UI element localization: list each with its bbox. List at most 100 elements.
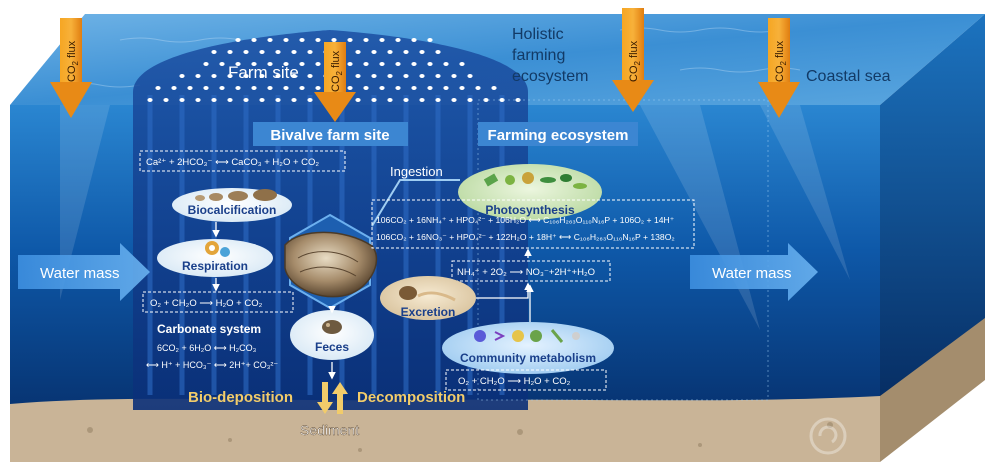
buoy xyxy=(427,38,433,42)
buoy xyxy=(267,62,273,66)
buoy xyxy=(243,98,249,102)
buoy xyxy=(291,50,297,54)
respiration-label: Respiration xyxy=(182,259,248,273)
buoy xyxy=(347,38,353,42)
buoy xyxy=(259,98,265,102)
buoy xyxy=(347,86,353,90)
buoy xyxy=(195,98,201,102)
buoy xyxy=(307,98,313,102)
water-mass-right-label: Water mass xyxy=(712,265,791,282)
buoy xyxy=(299,86,305,90)
buoy xyxy=(483,98,489,102)
nitrification-box xyxy=(451,260,611,282)
buoy xyxy=(203,62,209,66)
buoy xyxy=(267,86,273,90)
buoy xyxy=(243,74,249,78)
buoy xyxy=(219,62,225,66)
farm-site-label: Farm site xyxy=(228,63,299,82)
bio-deposition-arrow xyxy=(317,382,333,414)
buoy xyxy=(387,98,393,102)
sediment-side xyxy=(880,318,985,462)
buoy xyxy=(251,62,257,66)
sediment-label: Sediment xyxy=(300,422,359,438)
photo-equation-1: 106CO₂ + 16NH₄⁺ + HPO₄²⁻ + 106H₂O ⟷ C₁₀₆… xyxy=(376,215,675,225)
buoy xyxy=(371,98,377,102)
bivalve-banner xyxy=(253,122,408,146)
photo-eq-box xyxy=(371,199,695,249)
buoy xyxy=(299,62,305,66)
buoy xyxy=(211,74,217,78)
buoy xyxy=(387,74,393,78)
buoy xyxy=(475,86,481,90)
buoy xyxy=(411,86,417,90)
buoy xyxy=(315,86,321,90)
buoy xyxy=(459,62,465,66)
buoy xyxy=(355,98,361,102)
buoy xyxy=(227,50,233,54)
co2-flux-arrow-4: CO2 flux xyxy=(758,18,800,118)
water-mass-left-label: Water mass xyxy=(40,265,119,282)
bivalve-banner-text: Bivalve farm site xyxy=(270,127,389,144)
buoy xyxy=(379,86,385,90)
farming-banner-text: Farming ecosystem xyxy=(488,127,629,144)
buoy xyxy=(283,38,289,42)
buoy xyxy=(395,86,401,90)
sediment-texture xyxy=(87,422,833,452)
water-side xyxy=(880,14,985,430)
co2-flux-arrow-2: CO2 flux xyxy=(314,42,356,122)
buoy xyxy=(211,98,217,102)
farming-boundary xyxy=(477,99,769,401)
phytoplankton-icons xyxy=(483,172,587,189)
buoy xyxy=(259,50,265,54)
buoy xyxy=(275,98,281,102)
buoy xyxy=(155,86,161,90)
decomposition-label: Decomposition xyxy=(357,389,465,406)
buoy xyxy=(211,50,217,54)
buoy xyxy=(371,74,377,78)
decomposition-arrow xyxy=(332,382,348,414)
respiration-eq-box xyxy=(142,291,294,313)
feces-icon xyxy=(322,320,342,334)
buoy xyxy=(443,62,449,66)
buoy xyxy=(163,98,169,102)
buoy xyxy=(227,98,233,102)
respiration-oval xyxy=(157,239,273,277)
buoy xyxy=(435,98,441,102)
buoy xyxy=(395,38,401,42)
svg-text:CO2 flux: CO2 flux xyxy=(330,50,344,92)
buoy xyxy=(403,74,409,78)
buoy xyxy=(275,50,281,54)
buoy xyxy=(283,86,289,90)
buoy xyxy=(315,38,321,42)
svg-text:CO2 flux: CO2 flux xyxy=(628,40,642,82)
community-eq-box xyxy=(445,369,607,391)
carbonate-eq-1: 6CO₂ + 6H₂O ⟷ H₂CO₃ xyxy=(157,343,257,353)
buoy xyxy=(267,38,273,42)
photosynthesis-label: Photosynthesis xyxy=(485,203,575,217)
buoy xyxy=(459,86,465,90)
buoy xyxy=(147,98,153,102)
ingestion-label: Ingestion xyxy=(390,164,443,179)
buoy xyxy=(235,86,241,90)
buoy xyxy=(291,74,297,78)
buoy xyxy=(427,86,433,90)
sediment-front xyxy=(10,396,880,462)
buoy xyxy=(435,50,441,54)
water-mass-left-arrow: Water mass xyxy=(18,243,150,301)
bio-deposition-label: Bio-deposition xyxy=(188,389,293,406)
carbonate-title: Carbonate system xyxy=(157,322,261,336)
excretion-icon xyxy=(399,286,456,302)
gear-icon xyxy=(205,241,230,257)
photo-equation-2: 106CO₂ + 16NO₃⁻ + HPO₄²⁻ + 122H₂O + 18H⁺… xyxy=(376,232,675,242)
buoy xyxy=(419,74,425,78)
buoy xyxy=(419,98,425,102)
buoy xyxy=(179,98,185,102)
buoy xyxy=(403,50,409,54)
buoy xyxy=(419,50,425,54)
community-equation: O₂ + CH₂O ⟶ H₂O + CO₂ xyxy=(458,376,571,387)
buoy xyxy=(371,50,377,54)
buoy xyxy=(307,50,313,54)
buoy xyxy=(467,98,473,102)
buoy xyxy=(403,98,409,102)
